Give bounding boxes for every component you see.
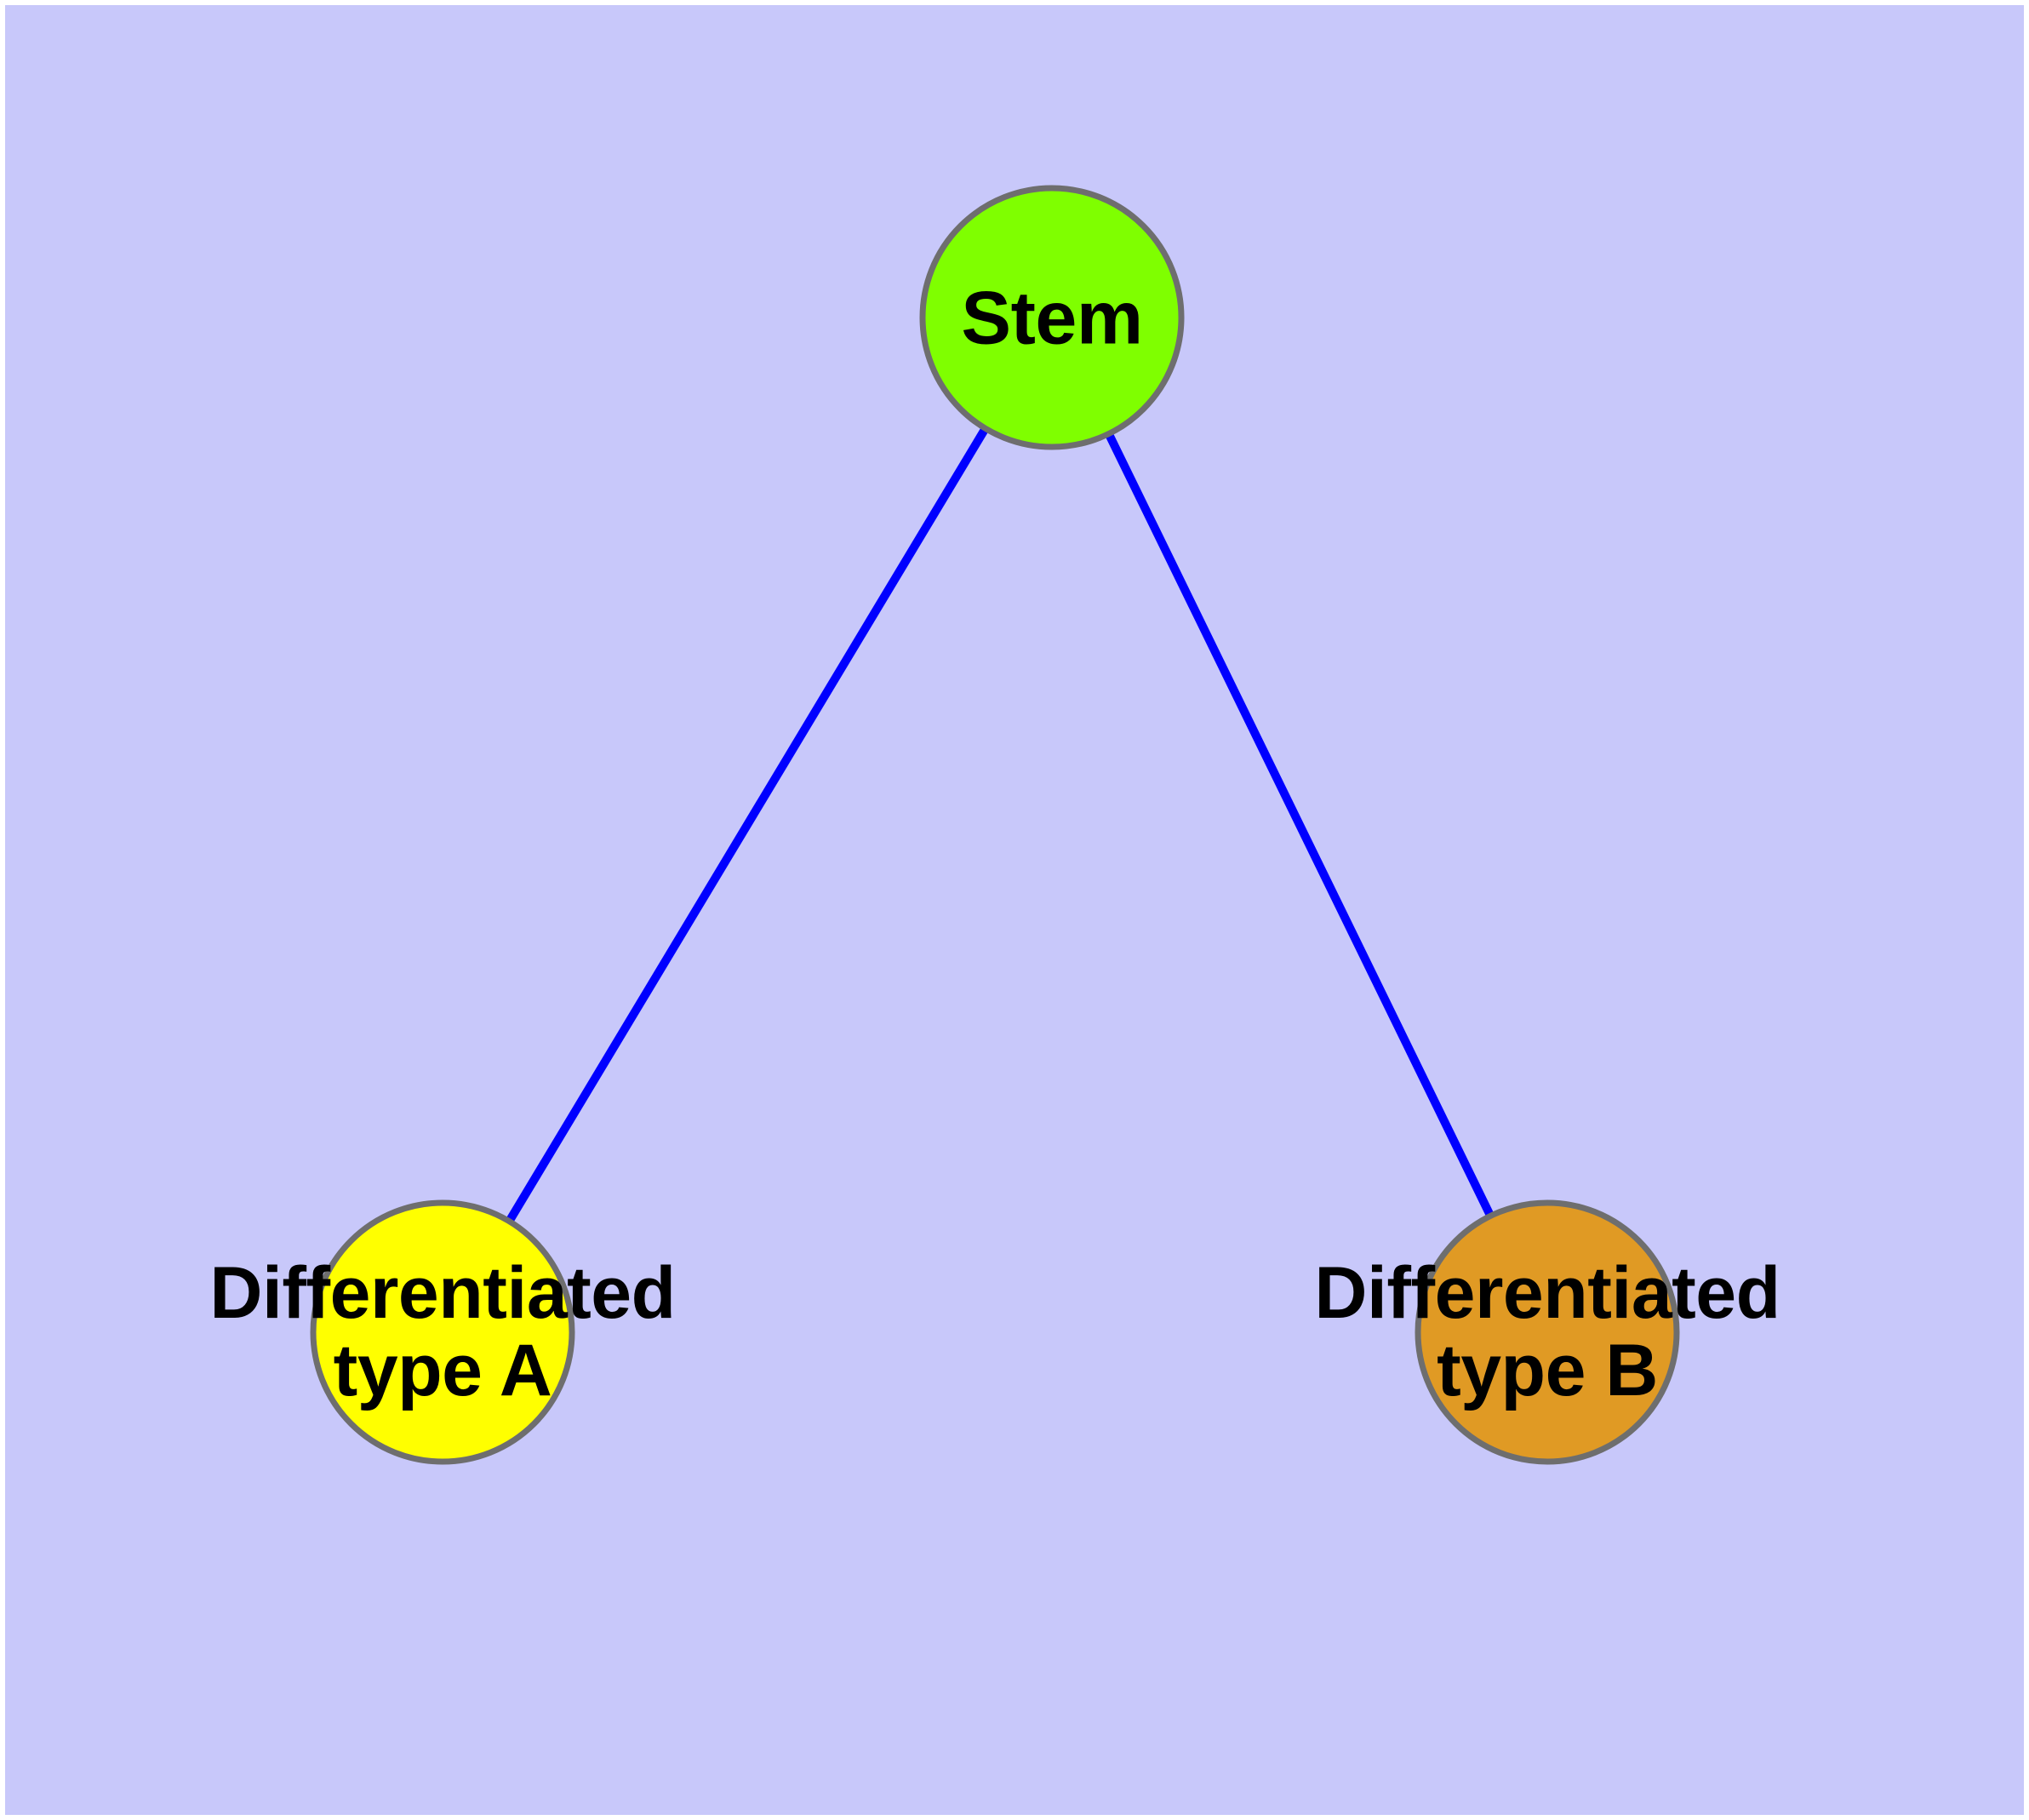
node-circle-stem[interactable] [919,185,1185,450]
node-circle-diff_a[interactable] [310,1199,575,1465]
edge-stem-to-diff_a[interactable] [505,426,990,1224]
edge-stem-to-diff_b[interactable] [1105,432,1495,1218]
edges-layer [505,426,1495,1224]
nodes-layer [310,185,1680,1465]
node-circle-diff_b[interactable] [1415,1199,1680,1465]
